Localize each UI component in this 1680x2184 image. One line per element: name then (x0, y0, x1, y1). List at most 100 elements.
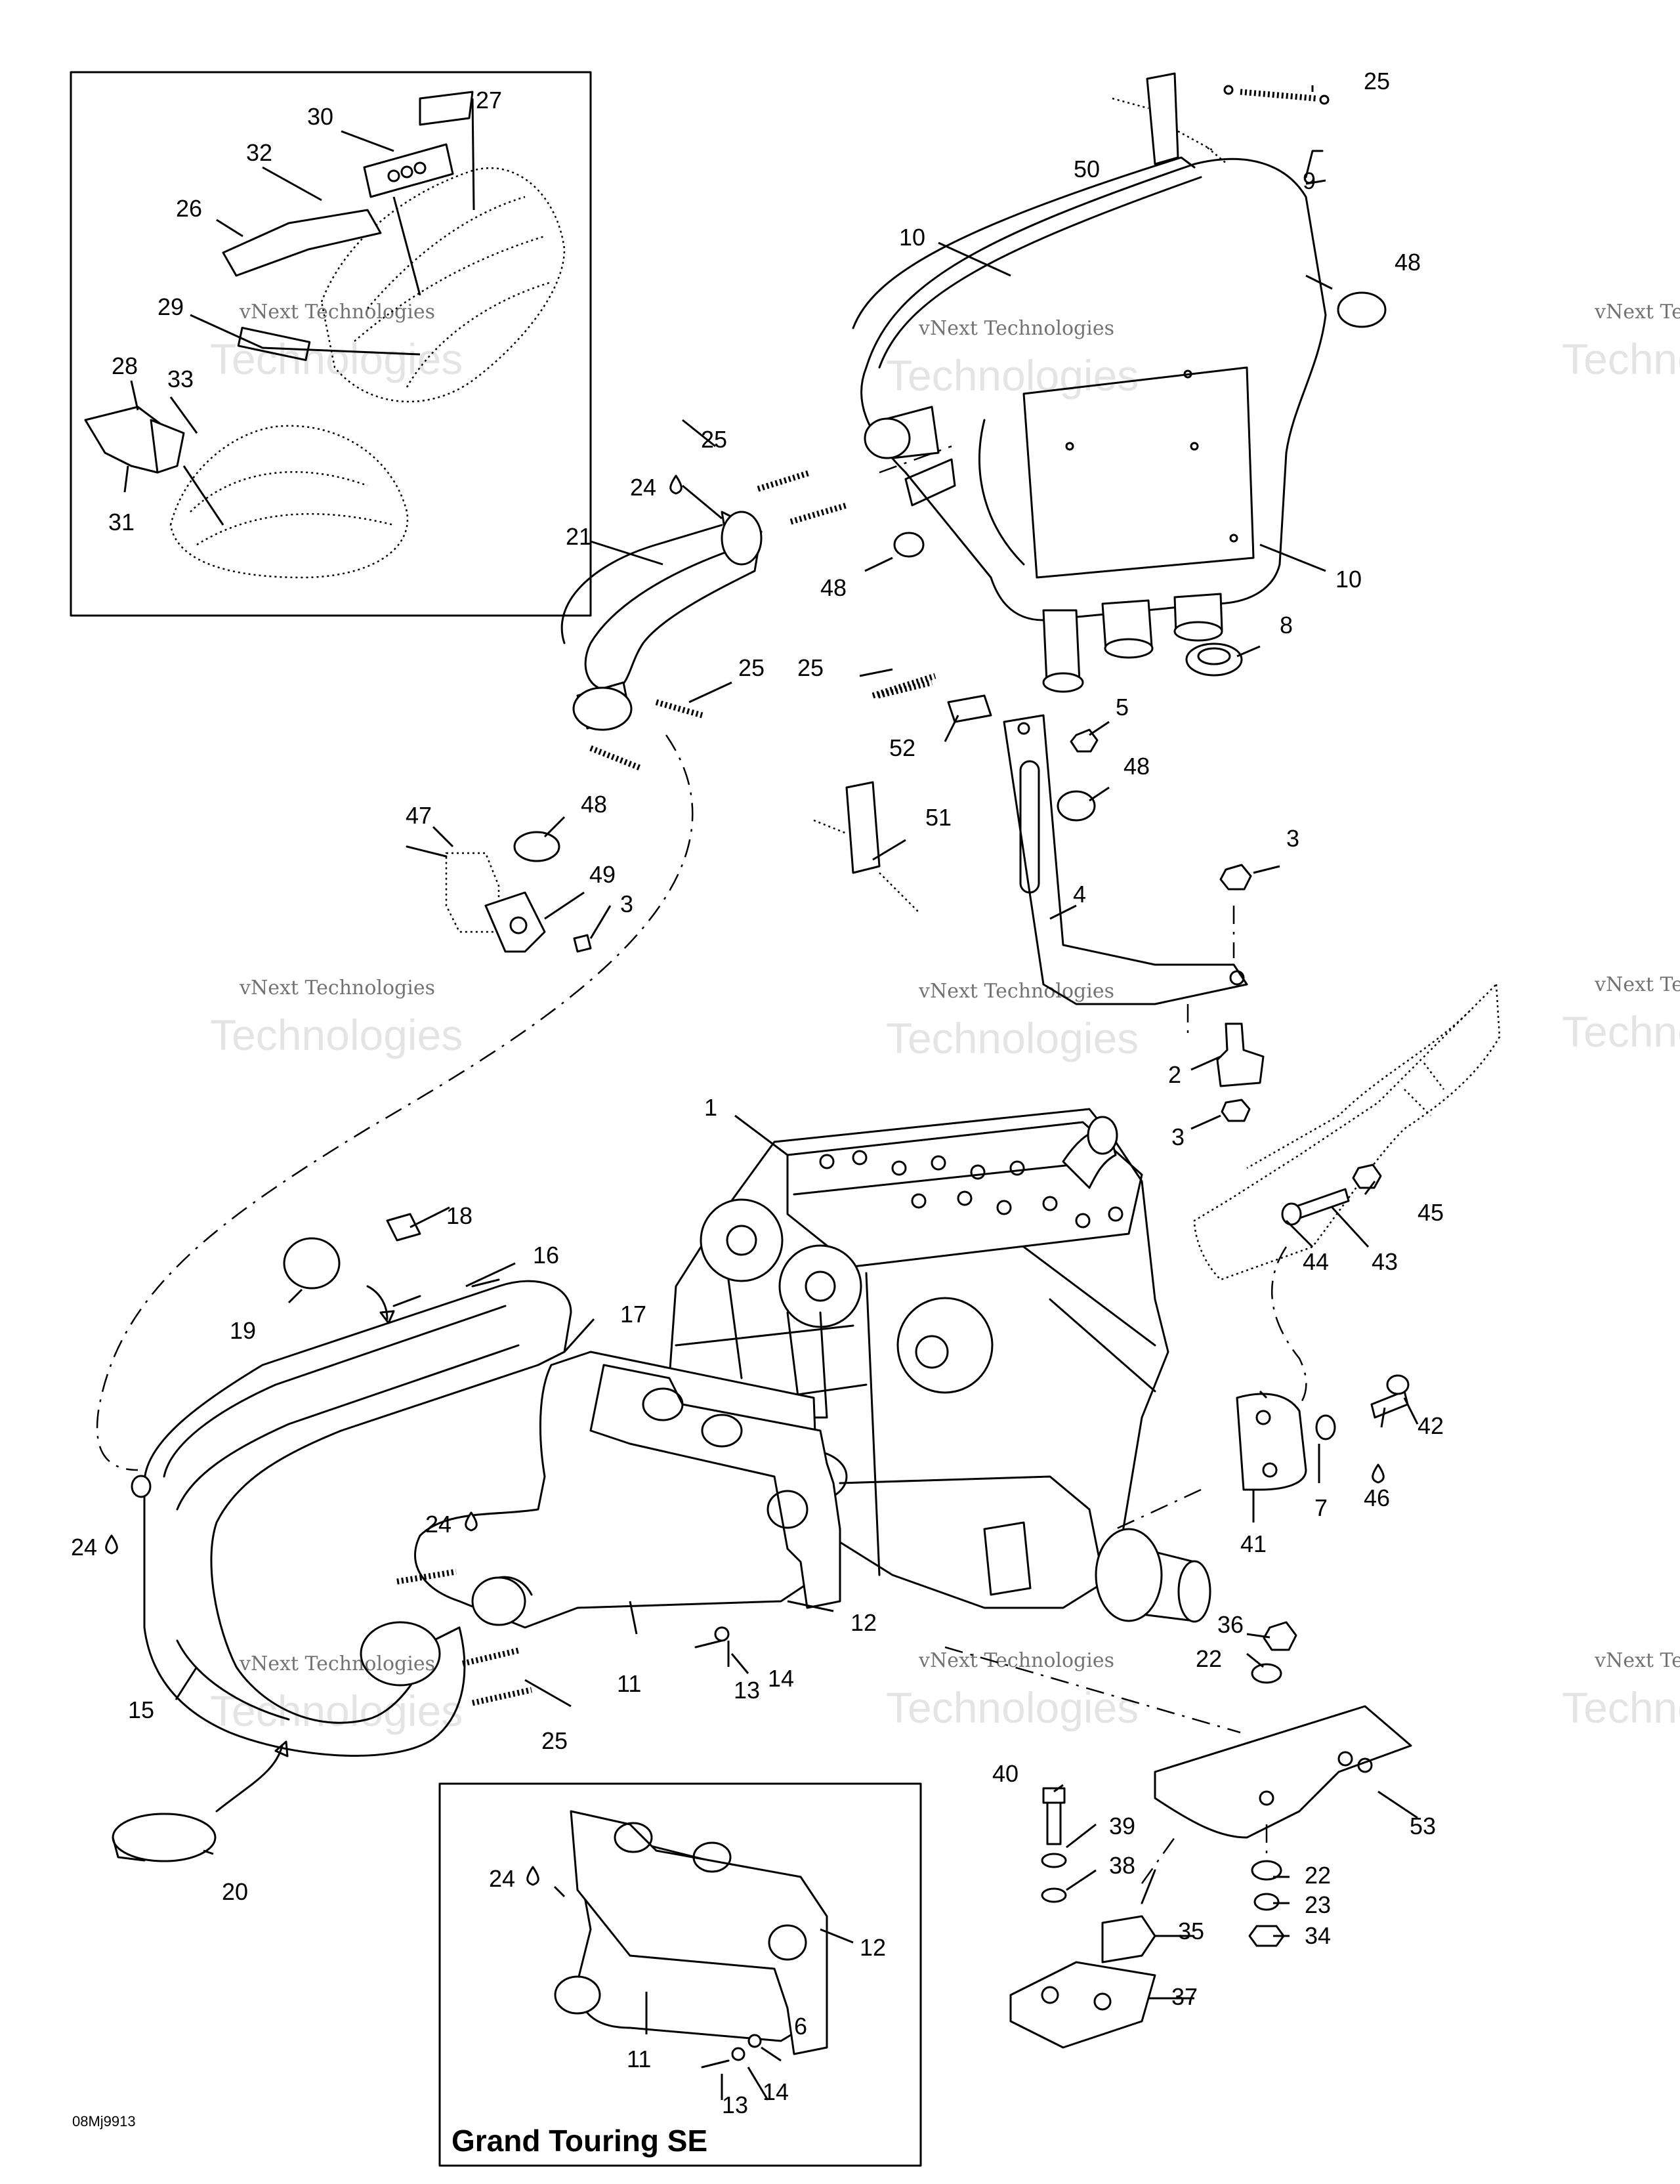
callout-19: 19 (230, 1317, 256, 1344)
callout-24: 24 (630, 474, 656, 501)
watermark-text: vNext Technologies (918, 317, 1114, 340)
callout-9: 9 (1303, 167, 1316, 194)
callout-17: 17 (620, 1301, 646, 1328)
callout-28: 28 (112, 352, 138, 379)
callout-44: 44 (1303, 1248, 1329, 1275)
callout-20: 20 (222, 1878, 248, 1905)
callout-1: 1 (704, 1094, 717, 1121)
callout-11b: 11 (627, 2046, 651, 2072)
callout-10: 10 (899, 224, 925, 251)
watermark-text: vNext Technologies (918, 980, 1114, 1003)
document-id: 08Mj9913 (72, 2113, 136, 2130)
watermark-text: vNext Technologies (1594, 1649, 1680, 1672)
callout-7: 7 (1314, 1494, 1328, 1521)
callout-53: 53 (1410, 1813, 1436, 1839)
callout-39: 39 (1109, 1813, 1135, 1839)
callout-34: 34 (1305, 1922, 1331, 1949)
callout-29: 29 (158, 293, 184, 320)
callout-3c: 3 (620, 891, 633, 917)
callout-14: 14 (768, 1665, 794, 1692)
watermark-text: Technologies (210, 1687, 463, 1735)
callout-11: 11 (617, 1670, 641, 1697)
part-26-deflector (222, 209, 382, 277)
callout-22b: 22 (1305, 1862, 1331, 1889)
callout-42: 42 (1418, 1412, 1444, 1439)
callout-25: 25 (1364, 68, 1390, 94)
watermark-text: vNext Technologies (239, 976, 435, 999)
watermark-text: Technologies (210, 335, 463, 383)
callout-3: 3 (1286, 825, 1299, 852)
tuned-pipe (112, 1213, 572, 1862)
callout-35: 35 (1178, 1918, 1204, 1944)
watermark-text: Technologies (886, 1683, 1139, 1732)
callout-25c: 25 (738, 654, 765, 681)
callout-18: 18 (446, 1202, 472, 1229)
callout-32: 32 (246, 139, 272, 166)
part-28-bracket (84, 406, 165, 474)
callout-45: 45 (1418, 1199, 1444, 1226)
oil-drop-icon (1372, 1463, 1385, 1484)
callout-23: 23 (1305, 1891, 1331, 1918)
top-left-inset (70, 71, 592, 617)
callout-labels: 25 50 9 10 48 10 48 8 25 24 21 25 25 5 5… (71, 68, 1444, 2118)
exhaust-manifold (414, 1351, 841, 1648)
callout-38: 38 (1109, 1852, 1135, 1879)
bracket-49-group (406, 831, 592, 953)
callout-46: 46 (1364, 1484, 1390, 1511)
callout-26: 26 (176, 195, 202, 222)
watermark-text: Technologies (886, 1014, 1139, 1062)
muffler-body (860, 158, 1327, 621)
callout-13b: 13 (722, 2091, 748, 2118)
callout-48: 48 (1395, 249, 1421, 276)
callout-31: 31 (108, 509, 135, 536)
callout-40: 40 (992, 1760, 1018, 1787)
watermark-text: Technologies (210, 1011, 463, 1059)
watermark-text: Technologies (1562, 1683, 1680, 1732)
callout-13: 13 (734, 1677, 760, 1704)
callout-24d: 24 (489, 1865, 515, 1892)
oil-drop-icons (105, 474, 1385, 1886)
watermark-text: vNext Technologies (1594, 301, 1680, 324)
callout-4: 4 (1073, 881, 1086, 908)
callout-30: 30 (307, 103, 333, 130)
callout-27: 27 (476, 87, 502, 114)
oil-drop-icon (105, 1534, 118, 1555)
oil-drop-icon (526, 1866, 539, 1886)
callout-14b: 14 (763, 2078, 789, 2105)
callout-25b: 25 (701, 426, 727, 453)
callout-47: 47 (406, 802, 432, 829)
frame-section (1193, 982, 1501, 1419)
callout-52: 52 (889, 734, 915, 761)
engine-mount-53-group (944, 1621, 1412, 2049)
callout-48b: 48 (820, 574, 847, 601)
callout-33: 33 (167, 366, 194, 392)
callout-24c: 24 (71, 1534, 97, 1561)
watermark-text: vNext Technologies (239, 301, 435, 324)
callout-51: 51 (925, 804, 952, 831)
part-27-plate (419, 91, 474, 126)
callout-5: 5 (1116, 694, 1129, 721)
callout-6: 6 (794, 2013, 807, 2040)
callout-49: 49 (589, 861, 616, 888)
watermark-text: Technologies (886, 351, 1139, 400)
part-30-plate (363, 143, 454, 198)
callout-25e: 25 (541, 1727, 568, 1754)
callout-22: 22 (1196, 1645, 1222, 1672)
watermarks: vNext Technologies Technologies vNext Te… (210, 301, 1680, 1735)
watermark-text: vNext Technologies (918, 1649, 1114, 1672)
callout-48c: 48 (1124, 753, 1150, 780)
engine-mount-41 (1115, 1374, 1410, 1530)
callout-48d: 48 (581, 791, 607, 818)
callout-24b: 24 (425, 1511, 452, 1538)
callout-12b: 12 (860, 1934, 886, 1961)
watermark-text: Technologies (1562, 335, 1680, 383)
callout-37: 37 (1171, 1983, 1198, 2010)
grand-touring-se-inset (438, 1782, 922, 2167)
callout-21: 21 (566, 523, 592, 550)
muffler-bracket-group (813, 679, 1265, 1122)
oil-drop-icon (669, 474, 682, 495)
callout-36: 36 (1217, 1611, 1244, 1638)
callout-8: 8 (1280, 612, 1293, 639)
callout-10b: 10 (1335, 566, 1362, 593)
callout-41: 41 (1240, 1530, 1267, 1557)
